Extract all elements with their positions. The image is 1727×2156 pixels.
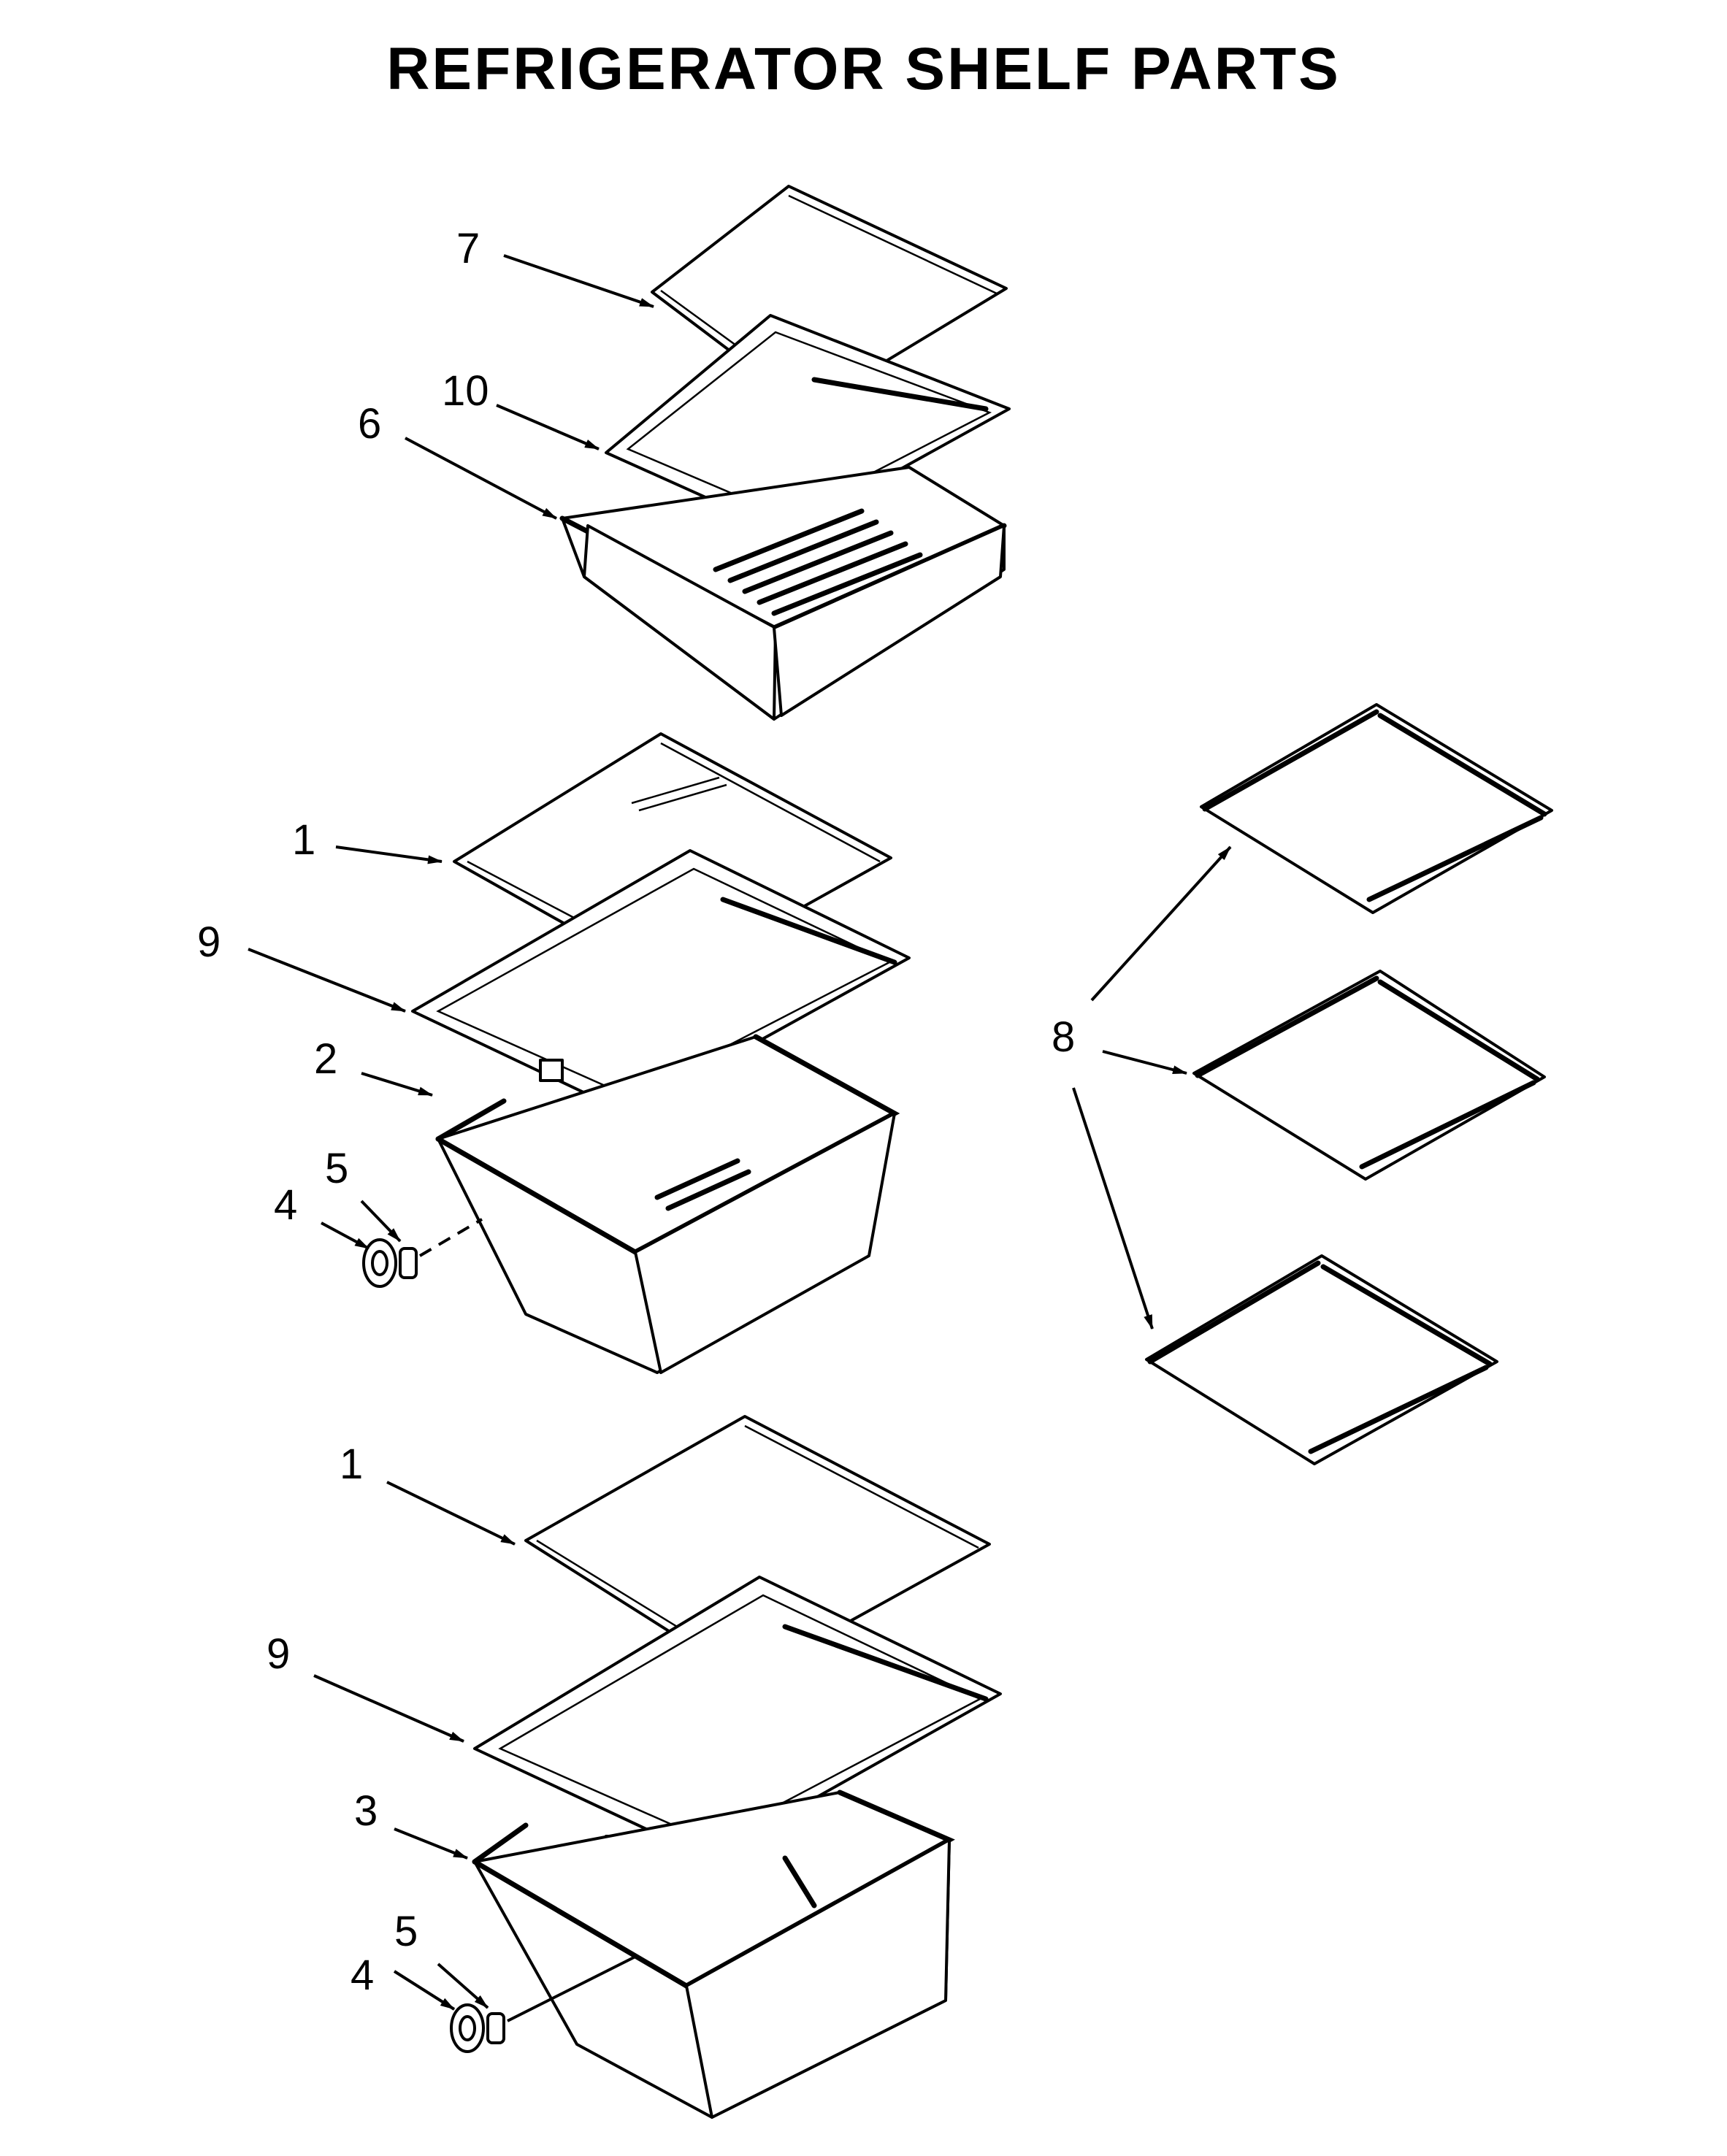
callout-5-lower: 5 — [394, 1908, 418, 1955]
crisper-drawer-part-6 — [559, 466, 1007, 721]
callout-1-upper: 1 — [292, 816, 315, 864]
roller-part-4-lower — [450, 2003, 485, 2053]
callout-labels: 7 10 6 1 9 2 5 4 8 1 9 3 5 4 — [197, 225, 1075, 1999]
callout-5-upper: 5 — [325, 1145, 348, 1192]
callout-9-upper: 9 — [197, 918, 221, 966]
diagram-title: REFRIGERATOR SHELF PARTS — [386, 36, 1341, 102]
leader-arrows — [248, 254, 1232, 2011]
glass-shelf-part-8-top — [1200, 703, 1553, 914]
callout-4-lower: 4 — [351, 1952, 374, 1999]
callout-9-lower: 9 — [267, 1630, 290, 1678]
callout-8: 8 — [1052, 1013, 1075, 1061]
glass-shelf-part-8-bottom — [1145, 1254, 1498, 1465]
callout-7: 7 — [456, 225, 480, 272]
callout-6: 6 — [358, 400, 381, 448]
axle-part-5-lower — [486, 2012, 505, 2044]
axle-part-5-upper — [399, 1247, 418, 1279]
drawer-ribs — [713, 508, 923, 616]
callout-2: 2 — [314, 1035, 337, 1083]
glass-shelf-part-8-middle — [1192, 970, 1546, 1181]
callout-10: 10 — [442, 367, 489, 415]
crisper-drawer-part-2 — [435, 1034, 900, 1374]
callout-3: 3 — [354, 1787, 378, 1835]
roller-part-4-upper — [362, 1238, 397, 1288]
callout-1-lower: 1 — [340, 1440, 363, 1488]
crisper-drawer-part-3 — [472, 1789, 955, 2119]
callout-4-upper: 4 — [274, 1181, 297, 1229]
